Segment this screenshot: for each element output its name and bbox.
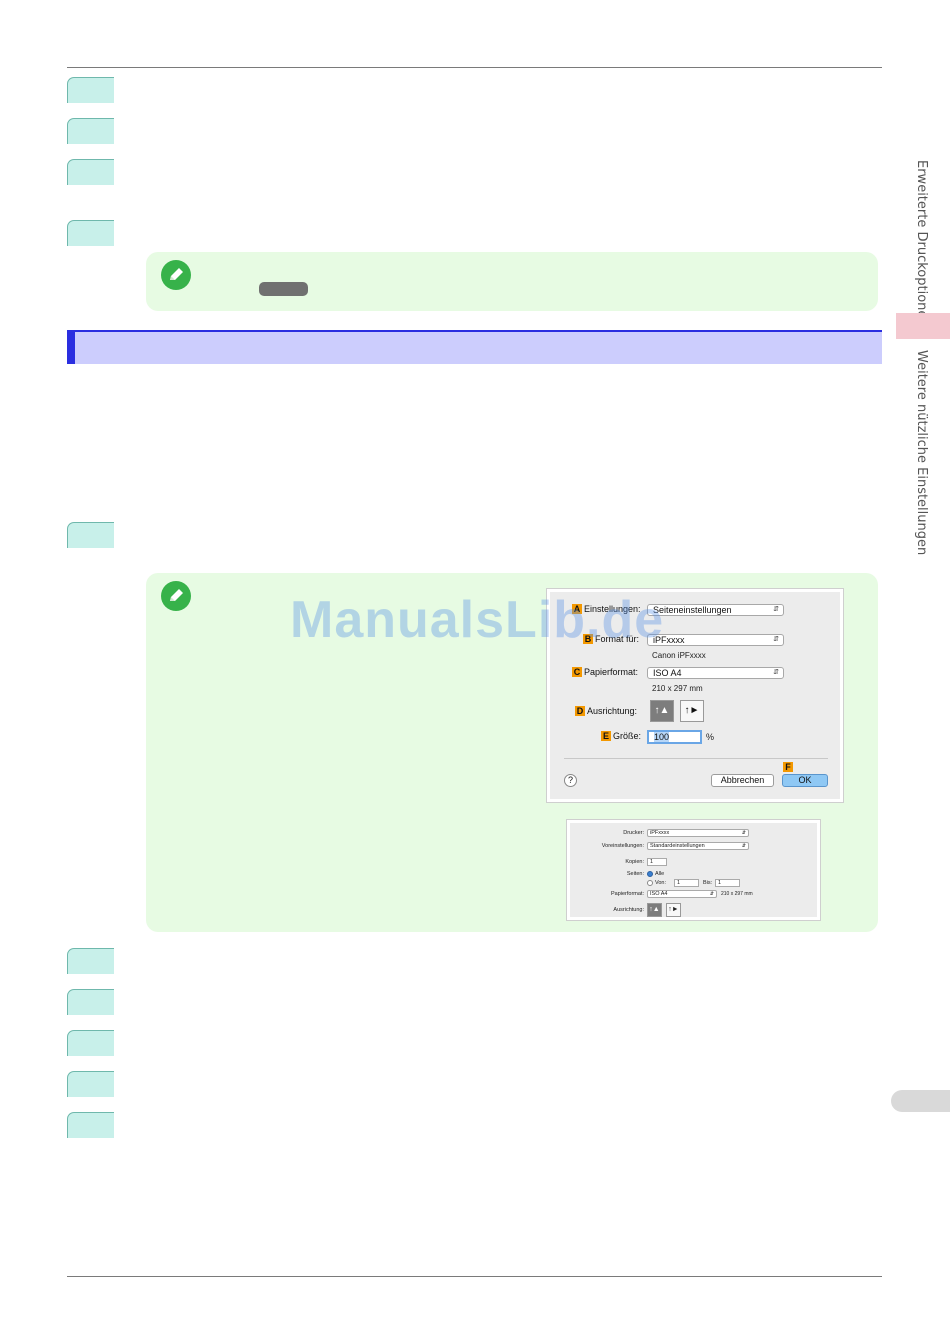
step-marker [67,989,114,1015]
settings-label-text: Einstellungen: [584,604,641,614]
paper-select-value: ISO A4 [653,668,682,678]
cancel-button[interactable]: Abbrechen [711,774,774,787]
paper-size-text: 210 x 297 mm [652,684,703,693]
badge-c: C [572,667,582,677]
select-arrows-icon: ⇵ [741,830,746,836]
orientation-label: Ausrichtung: [613,907,644,913]
copies-input[interactable]: 1 [647,858,667,866]
step-marker [67,77,114,103]
pages-to-input[interactable]: 1 [715,879,740,887]
orientation-landscape-button[interactable]: ↑► [680,700,704,722]
step-marker [67,1112,114,1138]
presets-select-value: Standardeinstellungen [650,843,705,849]
presets-select[interactable]: Standardeinstellungen ⇵ [647,842,749,850]
landscape-icon: ↑► [684,705,700,716]
format-for-select-value: iPFxxxx [653,635,685,645]
step-marker [67,948,114,974]
paper-select[interactable]: ISO A4 ⇵ [647,667,784,679]
orientation-portrait-button[interactable]: ↑▲ [647,903,662,917]
step-marker [67,118,114,144]
step-marker [67,1030,114,1056]
settings-select[interactable]: Seiteneinstellungen ⇵ [647,604,784,616]
paper-size-text: 210 x 297 mm [721,891,753,897]
badge-e: E [601,731,611,741]
badge-f: F [783,762,793,772]
pages-from-input[interactable]: 1 [674,879,699,887]
size-input-value: 100 [654,732,670,742]
note-pencil-icon [161,260,191,290]
sidebar-page-tab[interactable] [891,1090,950,1112]
note-box [146,252,878,311]
size-label-text: Größe: [613,731,642,741]
watermark: ManualsLib.de [290,591,665,649]
top-rule [67,67,882,68]
pages-from-label: Von: [655,880,667,886]
step-marker [67,1071,114,1097]
orientation-label-text: Ausrichtung: [587,706,638,716]
note-pencil-icon [161,581,191,611]
sidebar-section-other-settings[interactable]: Weitere nützliche Einstellungen [914,350,929,556]
printer-select[interactable]: iPFxxxx ⇵ [647,829,749,837]
size-input[interactable]: 100 [647,730,702,744]
ok-button[interactable]: OK [782,774,828,787]
printer-model-text: Canon iPFxxxx [652,651,706,660]
pages-to-label: Bis: [703,880,713,886]
format-for-select[interactable]: iPFxxxx ⇵ [647,634,784,646]
presets-label: Voreinstellungen: [601,843,644,849]
pages-range-radio[interactable] [647,880,653,886]
pages-all-label: Alle [655,871,665,877]
pages-all-radio[interactable] [647,871,653,877]
paper-label-text: Papierformat: [584,667,639,677]
section-header-bar [67,330,882,364]
orientation-landscape-button[interactable]: ↑► [666,903,681,917]
copies-label: Kopien: [625,859,644,865]
paper-select-value: ISO A4 [650,891,668,897]
dialog-divider [564,758,828,759]
sidebar-section-advanced-printing[interactable]: Erweiterte Druckoptionen [914,160,929,327]
printer-select-value: iPFxxxx [650,830,670,836]
badge-a: A [572,604,582,614]
step-marker [67,159,114,185]
portrait-icon: ↑▲ [649,906,660,913]
select-arrows-icon: ⇵ [741,843,746,849]
size-unit: % [706,732,715,742]
settings-select-value: Seiteneinstellungen [653,605,732,615]
bottom-rule [67,1276,882,1277]
format-for-label-text: Format für: [595,634,640,644]
printer-label: Drucker: [623,830,644,836]
badge-d: D [575,706,585,716]
help-icon[interactable]: ? [564,774,577,787]
select-arrows-icon: ⇵ [773,669,779,676]
step-marker [67,522,114,548]
pages-label: Seiten: [626,871,644,877]
select-arrows-icon: ⇵ [709,891,714,897]
portrait-icon: ↑▲ [654,705,670,716]
select-arrows-icon: ⇵ [773,606,779,613]
landscape-icon: ↑► [668,906,679,913]
print-dialog: Drucker: iPFxxxx ⇵ Voreinstellungen: Stan… [567,820,820,920]
sidebar-current-tab [896,313,950,339]
orientation-portrait-button[interactable]: ↑▲ [650,700,674,722]
badge-b: B [583,634,593,644]
key-button-graphic [259,282,308,296]
step-marker [67,220,114,246]
select-arrows-icon: ⇵ [773,636,779,643]
paper-label: Papierformat: [610,891,644,897]
ok-badge: F [783,762,795,772]
paper-select[interactable]: ISO A4 ⇵ [647,890,717,898]
